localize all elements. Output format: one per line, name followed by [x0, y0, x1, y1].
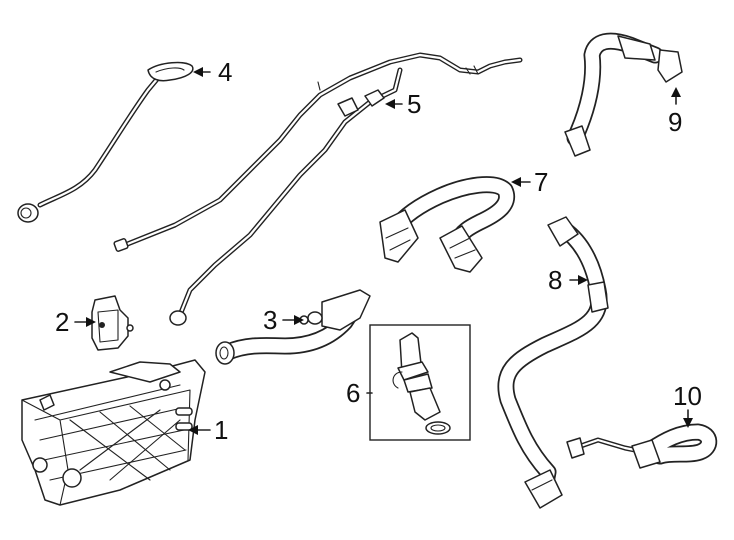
callout-5: 5: [407, 89, 421, 119]
callout-6: 6: [346, 378, 360, 408]
callout-3: 3: [263, 305, 277, 335]
part-1-canister: [21, 359, 206, 506]
part-8-hose: [497, 216, 609, 509]
callout-arrows: [74, 67, 693, 435]
callout-2: 2: [55, 307, 69, 337]
part-7-hose: [379, 176, 516, 273]
callout-9: 9: [668, 107, 682, 137]
callout-10: 10: [673, 381, 702, 411]
callout-1: 1: [214, 415, 228, 445]
callout-7: 7: [534, 167, 548, 197]
part-5-fuel-lines: [113, 52, 523, 326]
part-10-hose: [566, 423, 718, 469]
callout-4: 4: [218, 57, 232, 87]
callout-8: 8: [548, 265, 562, 295]
part-9-hose: [564, 32, 683, 157]
part-3-vent-hose: [215, 289, 371, 365]
part-6-connector-kit: [369, 324, 471, 441]
part-4-vent-tube: [17, 61, 194, 223]
part-2-bracket: [91, 295, 134, 351]
